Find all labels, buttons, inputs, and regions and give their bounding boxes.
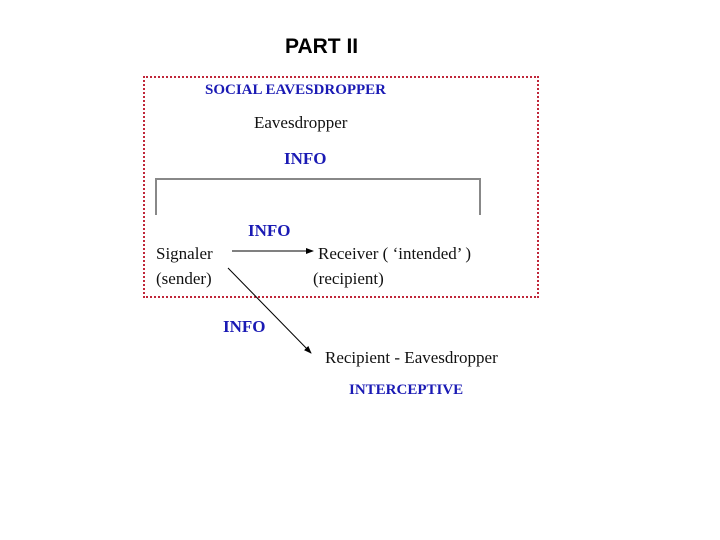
intercept-arrow — [227, 267, 312, 354]
sender-label: (sender) — [156, 269, 212, 288]
eavesdropper-label: Eavesdropper — [254, 113, 348, 132]
receiver-label: Receiver ( ‘intended’ ) — [318, 244, 472, 263]
info-label-top: INFO — [284, 149, 327, 168]
info-label-middle: INFO — [248, 221, 291, 240]
recipient-eavesdropper-label: Recipient - Eavesdropper — [325, 348, 498, 367]
signaler-label: Signaler — [156, 244, 213, 263]
social-eavesdropper-box — [143, 76, 539, 298]
social-eavesdropper-heading: SOCIAL EAVESDROPPER — [205, 82, 387, 98]
info-label-bottom: INFO — [223, 317, 266, 336]
interceptive-label: INTERCEPTIVE — [349, 382, 464, 398]
eavesdrop-bracket — [155, 178, 481, 215]
page-title: PART II — [285, 35, 359, 58]
recipient-label: (recipient) — [313, 269, 384, 288]
